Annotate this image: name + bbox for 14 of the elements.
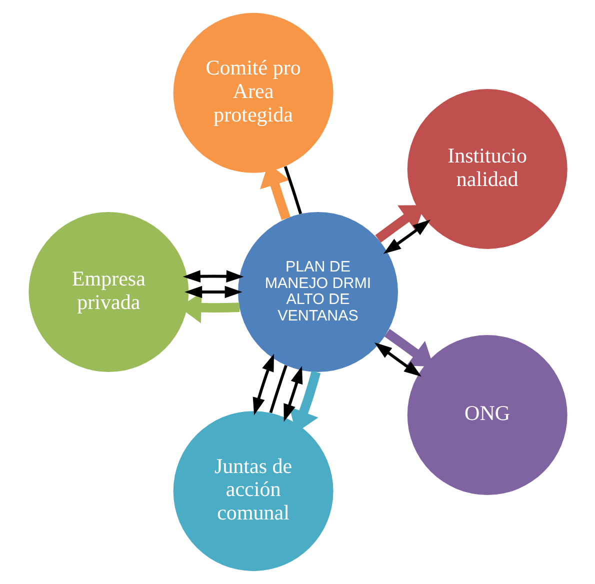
arrow bbox=[374, 342, 422, 377]
arrow bbox=[374, 205, 424, 243]
arrow bbox=[184, 286, 242, 298]
connector bbox=[283, 166, 302, 214]
node-circle: Empresa privada bbox=[28, 212, 188, 372]
connector bbox=[268, 365, 287, 414]
arrow bbox=[382, 220, 430, 254]
node-circle: Comité pro Area protegida bbox=[172, 12, 333, 173]
node-circle: Juntas de acción comunal bbox=[172, 411, 333, 572]
arrow bbox=[182, 270, 244, 282]
node-circle: Institucio nalidad bbox=[406, 88, 567, 249]
arrow bbox=[283, 366, 302, 422]
arrow bbox=[384, 328, 433, 367]
arrow bbox=[252, 354, 274, 416]
